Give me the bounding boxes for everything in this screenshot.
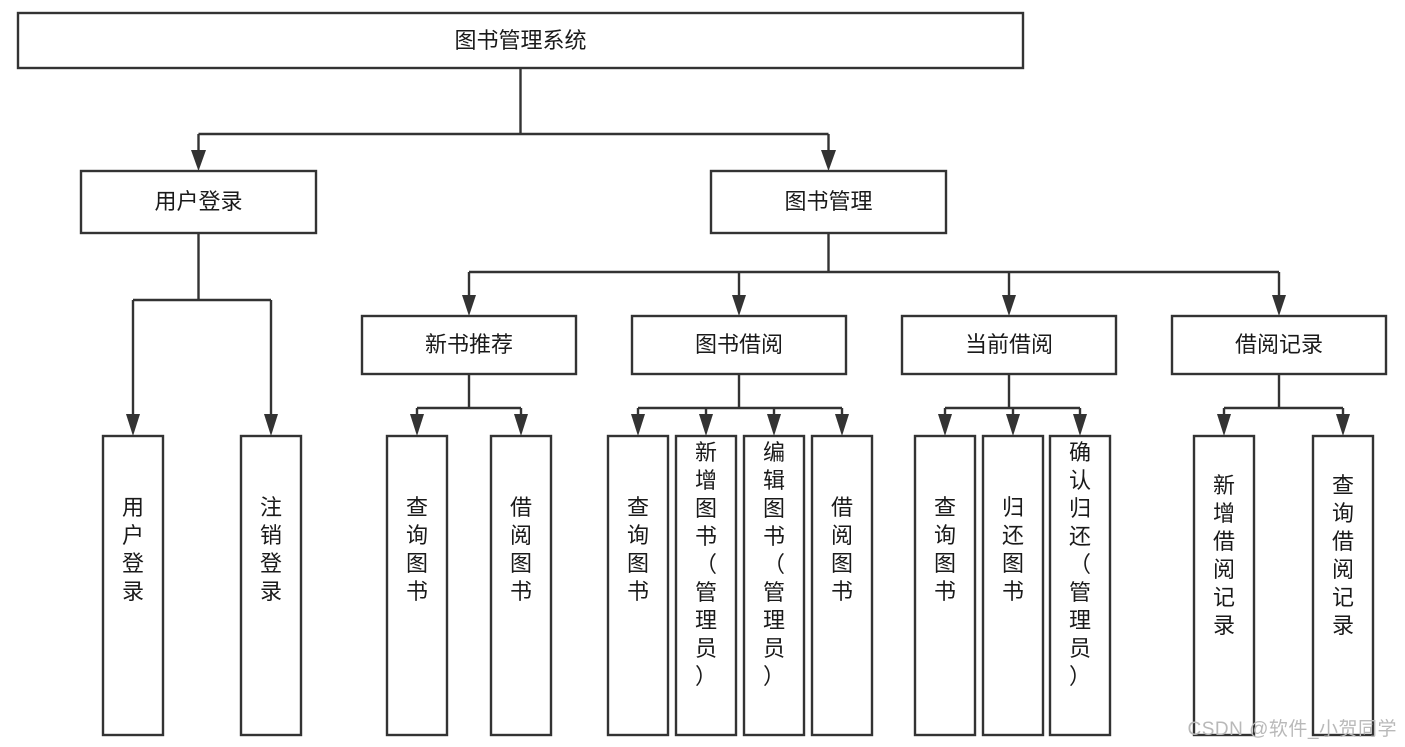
node-leaf-add-book-admin[interactable]: 新增图书（管理员）	[674, 434, 738, 737]
arrow-to-leaf-add-borrow-record	[1217, 414, 1231, 436]
arrow-to-leaf-query-book-2	[631, 414, 645, 436]
node-leaf-logout-login-box[interactable]	[239, 434, 303, 737]
node-new-book-recommend-box[interactable]	[360, 314, 578, 376]
arrow-to-leaf-borrow-book-1	[514, 414, 528, 436]
node-leaf-user-login-label: 用户登录	[122, 495, 144, 604]
node-leaf-return-book[interactable]: 归还图书	[981, 434, 1045, 737]
arrow-to-borrow-record	[1272, 295, 1286, 316]
node-new-book-recommend[interactable]: 新书推荐	[360, 314, 578, 376]
node-leaf-query-book-1-label: 查询图书	[406, 495, 428, 604]
node-leaf-logout-login[interactable]: 注销登录	[239, 434, 303, 737]
arrow-to-new-book-recommend	[462, 295, 476, 316]
node-leaf-borrow-book-1-box[interactable]	[489, 434, 553, 737]
arrow-to-book-borrow	[732, 295, 746, 316]
node-book-borrow[interactable]: 图书借阅	[630, 314, 848, 376]
node-leaf-borrow-book-1-label: 借阅图书	[510, 495, 532, 604]
node-leaf-confirm-return-admin-label: 确认归还（管理员）	[1069, 440, 1091, 689]
node-leaf-query-book-1-box[interactable]	[385, 434, 449, 737]
node-user-login[interactable]: 用户登录	[79, 169, 318, 235]
node-leaf-return-book-box[interactable]	[981, 434, 1045, 737]
node-leaf-add-borrow-record[interactable]: 新增借阅记录	[1192, 434, 1256, 737]
node-leaf-add-borrow-record-label: 新增借阅记录	[1213, 473, 1235, 638]
node-leaf-confirm-return-admin[interactable]: 确认归还（管理员）	[1048, 434, 1112, 737]
node-leaf-borrow-book-2-box[interactable]	[810, 434, 874, 737]
arrow-to-leaf-logout-login	[264, 414, 278, 436]
node-leaf-query-book-1[interactable]: 查询图书	[385, 434, 449, 737]
node-book-manage-label: 图书管理	[784, 189, 872, 214]
node-leaf-return-book-label: 归还图书	[1002, 495, 1024, 604]
arrow-to-leaf-add-book-admin	[699, 414, 713, 436]
node-leaf-query-book-3[interactable]: 查询图书	[913, 434, 977, 737]
node-root[interactable]: 图书管理系统	[16, 11, 1025, 70]
node-leaf-add-book-admin-label: 新增图书（管理员）	[695, 440, 717, 689]
node-user-login-box[interactable]	[79, 169, 318, 235]
node-borrow-record[interactable]: 借阅记录	[1170, 314, 1388, 376]
node-leaf-logout-login-label: 注销登录	[260, 495, 282, 604]
node-leaf-query-book-3-label: 查询图书	[934, 495, 956, 604]
arrow-to-leaf-user-login	[126, 414, 140, 436]
node-borrow-record-label: 借阅记录	[1235, 332, 1323, 357]
node-book-borrow-box[interactable]	[630, 314, 848, 376]
node-leaf-query-borrow-record[interactable]: 查询借阅记录	[1311, 434, 1375, 737]
node-leaf-edit-book-admin-box[interactable]	[742, 434, 806, 737]
node-leaf-query-borrow-record-box[interactable]	[1311, 434, 1375, 737]
node-book-manage-box[interactable]	[709, 169, 948, 235]
node-current-borrow[interactable]: 当前借阅	[900, 314, 1118, 376]
arrow-to-leaf-borrow-book-2	[835, 414, 849, 436]
arrow-to-leaf-query-borrow-record	[1336, 414, 1350, 436]
arrow-root-to-user-login	[191, 150, 206, 171]
arrow-root-to-book-manage	[821, 150, 836, 171]
arrow-to-leaf-confirm-return-admin	[1073, 414, 1087, 436]
node-leaf-borrow-book-1[interactable]: 借阅图书	[489, 434, 553, 737]
node-book-borrow-label: 图书借阅	[695, 332, 783, 357]
node-book-manage[interactable]: 图书管理	[709, 169, 948, 235]
node-leaf-borrow-book-2[interactable]: 借阅图书	[810, 434, 874, 737]
node-root-box[interactable]	[16, 11, 1025, 70]
node-leaf-confirm-return-admin-box[interactable]	[1048, 434, 1112, 737]
arrow-to-current-borrow	[1002, 295, 1016, 316]
node-leaf-edit-book-admin[interactable]: 编辑图书（管理员）	[742, 434, 806, 737]
node-leaf-query-book-3-box[interactable]	[913, 434, 977, 737]
arrow-to-leaf-edit-book-admin	[767, 414, 781, 436]
arrow-to-leaf-query-book-1	[410, 414, 424, 436]
node-leaf-user-login[interactable]: 用户登录	[101, 434, 165, 737]
node-leaf-query-book-2-box[interactable]	[606, 434, 670, 737]
node-leaf-add-borrow-record-box[interactable]	[1192, 434, 1256, 737]
connector-layer	[126, 68, 1350, 436]
node-new-book-recommend-label: 新书推荐	[425, 332, 513, 357]
node-leaf-edit-book-admin-label: 编辑图书（管理员）	[763, 440, 785, 689]
node-current-borrow-label: 当前借阅	[965, 332, 1053, 357]
node-borrow-record-box[interactable]	[1170, 314, 1388, 376]
node-current-borrow-box[interactable]	[900, 314, 1118, 376]
node-leaf-query-book-2[interactable]: 查询图书	[606, 434, 670, 737]
node-leaf-add-book-admin-box[interactable]	[674, 434, 738, 737]
node-user-login-label: 用户登录	[154, 189, 242, 214]
arrow-to-leaf-query-book-3	[938, 414, 952, 436]
node-leaf-query-borrow-record-label: 查询借阅记录	[1332, 473, 1354, 638]
node-root-label: 图书管理系统	[454, 28, 586, 53]
arrow-to-leaf-return-book	[1006, 414, 1020, 436]
node-leaf-borrow-book-2-label: 借阅图书	[831, 495, 853, 604]
node-leaf-query-book-2-label: 查询图书	[627, 495, 649, 604]
node-leaf-user-login-box[interactable]	[101, 434, 165, 737]
